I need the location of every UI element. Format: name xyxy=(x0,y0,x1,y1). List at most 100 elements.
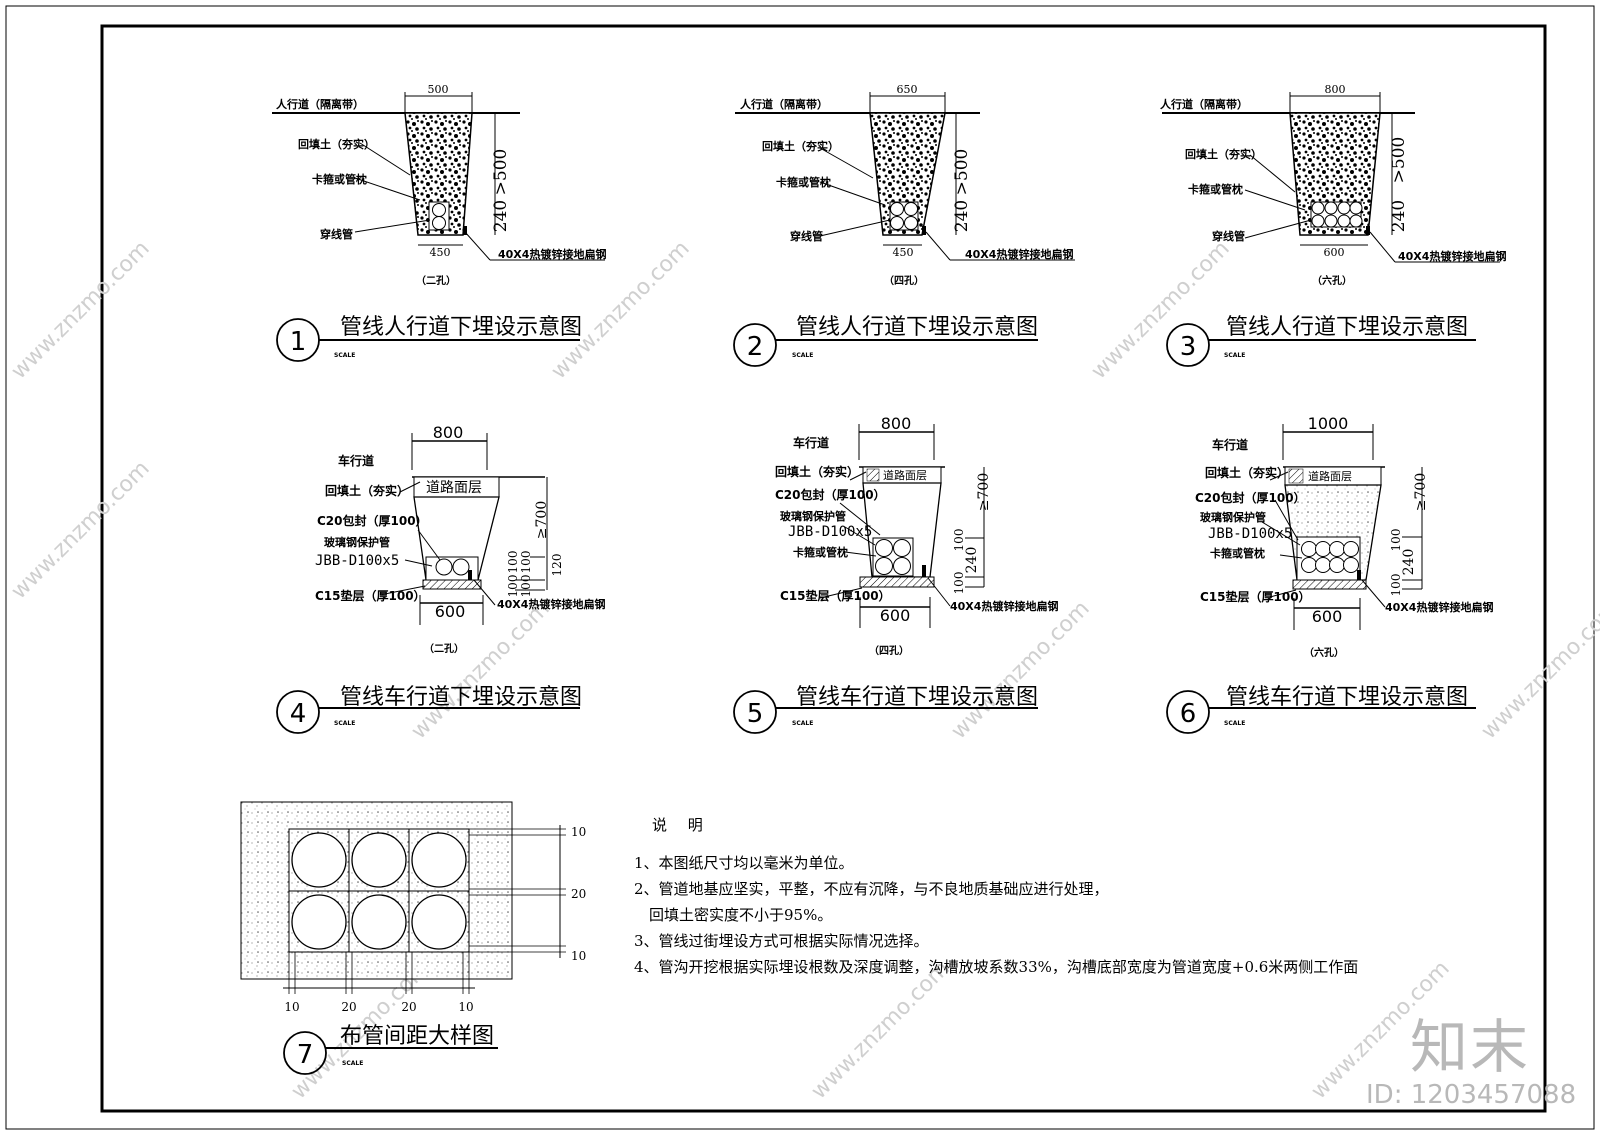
watermark-id: ID: 1203457088 xyxy=(1366,1080,1577,1110)
label-backfill: 回填土（夯实） xyxy=(1185,147,1262,161)
diagram-title: 管线人行道下埋设示意图 xyxy=(796,315,1038,340)
diagram-5: 车行道 回填土（夯实） 道路面层 C20包封（厚100） 玻璃钢保护管 JBB-… xyxy=(733,414,1058,734)
dim-bottom-width: 600 xyxy=(1312,607,1343,626)
label-jbb: JBB-D100x5 xyxy=(788,524,872,540)
general-notes: 说 明 1、本图纸尺寸均以毫米为单位。 2、管道地基应坚实，平整，不应有沉降，与… xyxy=(634,812,1394,980)
label-clamp: 卡箍或管枕 xyxy=(312,172,367,186)
scale-label: SCALE xyxy=(1224,720,1245,727)
dim-top-width: 650 xyxy=(897,83,918,96)
dim-depth: >500 xyxy=(491,149,511,196)
note-item-1: 1、本图纸尺寸均以毫米为单位。 xyxy=(634,854,854,872)
diagram-title: 管线车行道下埋设示意图 xyxy=(340,685,582,710)
dim-100: 100 xyxy=(1389,529,1403,552)
scale-label: SCALE xyxy=(334,720,355,727)
dim-depth: >500 xyxy=(952,149,972,196)
dim-240: 240 xyxy=(952,200,972,232)
diagram-title: 管线人行道下埋设示意图 xyxy=(340,315,582,340)
diagram-number: 4 xyxy=(290,699,307,729)
diagram-title: 管线车行道下埋设示意图 xyxy=(1226,685,1468,710)
label-conduit: 穿线管 xyxy=(1212,229,1245,243)
label-backfill: 回填土（夯实） xyxy=(775,464,859,479)
label-c15: C15垫层（厚100） xyxy=(1200,589,1311,604)
dim-100: 100 xyxy=(952,529,966,552)
label-backfill: 回填土（夯实） xyxy=(1205,465,1289,480)
label-ground-steel: 40X4热镀锌接地扁钢 xyxy=(950,599,1058,613)
dim-240: 240 xyxy=(491,200,511,232)
label-clamp: 卡箍或管枕 xyxy=(1210,546,1265,560)
label-frp: 玻璃钢保护管 xyxy=(1200,510,1266,524)
svg-text:www.znzmo.com: www.znzmo.com xyxy=(7,456,155,604)
svg-text:www.znzmo.com: www.znzmo.com xyxy=(1477,596,1600,744)
label-c20: C20包封（厚100） xyxy=(775,487,886,502)
outer-frame xyxy=(5,5,1595,1130)
scale-label: SCALE xyxy=(334,352,355,359)
label-ground-steel: 40X4热镀锌接地扁钢 xyxy=(498,247,606,261)
dim-bottom-width: 450 xyxy=(893,246,914,259)
diagram-number: 3 xyxy=(1180,332,1197,362)
label-pavement: 道路面层 xyxy=(426,480,482,496)
dim-20-a: 20 xyxy=(341,1000,356,1014)
hole-count: （四孔） xyxy=(869,644,909,657)
diagram-number: 7 xyxy=(297,1040,314,1070)
svg-text:www.znzmo.com: www.znzmo.com xyxy=(947,596,1095,744)
diagram-6: 车行道 回填土（夯实） 道路面层 C20包封（厚100） 玻璃钢保护管 JBB-… xyxy=(1166,414,1493,734)
label-road: 车行道 xyxy=(338,453,374,468)
dim-top-width: 800 xyxy=(1325,83,1346,96)
label-jbb: JBB-D100x5 xyxy=(315,553,399,569)
label-pavement: 道路面层 xyxy=(883,468,927,482)
diagram-2: 人行道（隔离带） 回填土（夯实） 卡箍或管枕 穿线管 40X4热镀锌接地扁钢 6… xyxy=(733,83,1075,367)
label-clamp: 卡箍或管枕 xyxy=(793,545,848,559)
diagram-number: 1 xyxy=(290,327,307,357)
label-ground-steel: 40X4热镀锌接地扁钢 xyxy=(1398,249,1506,263)
dim-10-left: 10 xyxy=(284,1000,299,1014)
dim-10-right: 10 xyxy=(458,1000,473,1014)
dim-bottom-width: 450 xyxy=(430,246,451,259)
scale-label: SCALE xyxy=(792,720,813,727)
dim-100: 100 xyxy=(519,575,533,598)
note-item-2: 2、管道地基应坚实，平整，不应有沉降，与不良地质基础应进行处理， xyxy=(634,880,1109,898)
label-conduit: 穿线管 xyxy=(790,229,823,243)
diagram-number: 6 xyxy=(1180,699,1197,729)
label-c15: C15垫层（厚100） xyxy=(315,588,426,603)
dim-bottom-width: 600 xyxy=(435,602,466,621)
label-road: 车行道 xyxy=(793,435,829,450)
dim-240: 240 xyxy=(964,547,980,574)
diagram-number: 2 xyxy=(747,332,764,362)
hole-count: （二孔） xyxy=(424,642,464,655)
svg-text:www.znzmo.com: www.znzmo.com xyxy=(407,596,555,744)
label-c15: C15垫层（厚100） xyxy=(780,588,891,603)
dim-100: 100 xyxy=(506,551,520,574)
hole-count: （四孔） xyxy=(884,274,924,287)
diagram-number: 5 xyxy=(747,699,764,729)
notes-title: 说 明 xyxy=(652,816,711,834)
label-clamp: 卡箍或管枕 xyxy=(1188,182,1243,196)
scale-label: SCALE xyxy=(792,352,813,359)
diagram-title: 管线人行道下埋设示意图 xyxy=(1226,315,1468,340)
dim-100: 100 xyxy=(1389,574,1403,597)
watermark-logo: 知末 xyxy=(1410,1013,1531,1081)
dim-depth: ≥700 xyxy=(534,501,550,539)
dim-20-mid: 20 xyxy=(571,887,586,901)
label-walkway: 人行道（隔离带） xyxy=(276,97,364,111)
label-jbb: JBB-D100x5 xyxy=(1208,526,1292,542)
dim-240: 240 xyxy=(1401,549,1417,576)
dim-top-width: 1000 xyxy=(1308,414,1349,433)
label-backfill: 回填土（夯实） xyxy=(762,139,839,153)
dim-10-top: 10 xyxy=(571,825,586,839)
diagram-7: 10 20 10 10 20 20 10 7 布管间距大样图 SCALE xyxy=(240,801,586,1075)
diagram-title: 管线车行道下埋设示意图 xyxy=(796,685,1038,710)
dim-240: 240 xyxy=(1389,200,1409,232)
diagram-title: 布管间距大样图 xyxy=(340,1024,494,1049)
svg-text:www.znzmo.com: www.znzmo.com xyxy=(7,236,155,384)
dim-top-width: 800 xyxy=(433,423,464,442)
dim-100: 100 xyxy=(506,575,520,598)
label-walkway: 人行道（隔离带） xyxy=(740,97,828,111)
dim-depth: >500 xyxy=(1389,137,1409,184)
label-frp: 玻璃钢保护管 xyxy=(324,535,390,549)
label-pavement: 道路面层 xyxy=(1308,469,1352,483)
hole-count: （六孔） xyxy=(1304,646,1344,659)
dim-depth: ≥700 xyxy=(1413,473,1429,511)
hole-count: （二孔） xyxy=(416,274,456,287)
diagram-3: 人行道（隔离带） 回填土（夯实） 卡箍或管枕 穿线管 40X4热镀锌接地扁钢 8… xyxy=(1160,83,1506,367)
note-item-4: 4、管沟开挖根据实际埋设根数及深度调整，沟槽放坡系数33%，沟槽底部宽度为管道宽… xyxy=(634,958,1359,976)
